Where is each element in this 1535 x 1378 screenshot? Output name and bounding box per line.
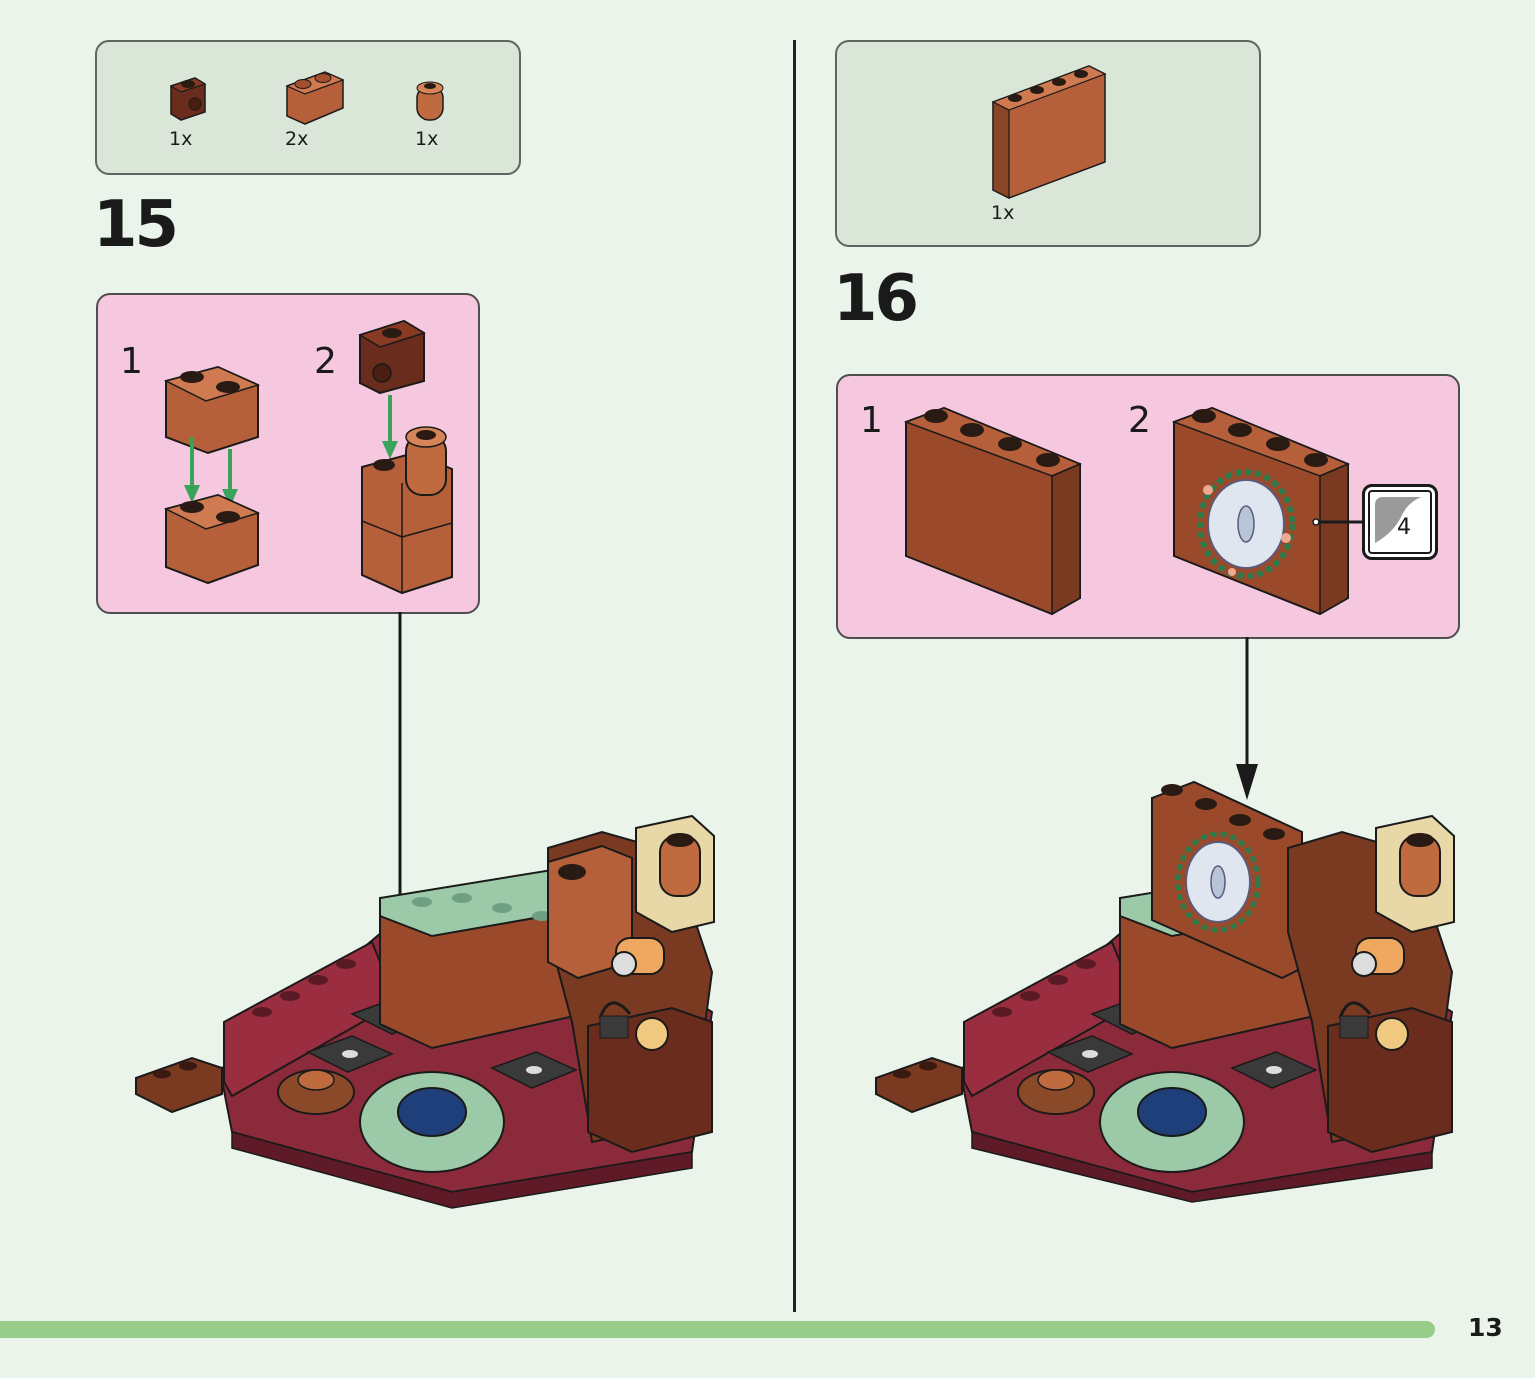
progress-bar — [0, 1321, 1435, 1338]
step16-substep2-illustration — [1171, 406, 1350, 616]
brown-panel-1x4x3-icon — [991, 65, 1107, 199]
sticker-peel-icon — [1375, 497, 1421, 543]
step15-part3-qty: 1x — [415, 128, 439, 150]
sticker-callout-line — [1312, 518, 1364, 526]
step16-part1-qty: 1x — [991, 202, 1015, 224]
step16-number: 16 — [833, 262, 919, 336]
step16-substep2-number: 2 — [1128, 400, 1151, 441]
step15-model-illustration — [135, 814, 715, 1209]
dark-brown-bracket-1x1-icon — [169, 77, 207, 121]
page-column-divider — [793, 40, 796, 1312]
step16-parts-box: 1x — [835, 40, 1261, 247]
step15-substep1-number: 1 — [120, 341, 143, 382]
brown-round-brick-1x1-icon — [416, 81, 444, 121]
step16-model-illustration — [875, 780, 1455, 1203]
step15-parts-box: 1x 2x 1x — [95, 40, 521, 175]
sticker-4-icon: 4 — [1362, 484, 1438, 560]
step15-substep1-illustration — [163, 365, 261, 585]
step15-number: 15 — [93, 188, 179, 262]
step15-subassembly-box: 1 2 — [96, 293, 480, 614]
step15-substep2-number: 2 — [314, 341, 337, 382]
step15-substep2-illustration — [358, 319, 453, 595]
step16-subassembly-box: 1 2 4 — [836, 374, 1460, 639]
step15-part2-qty: 2x — [285, 128, 309, 150]
step15-part1-qty: 1x — [169, 128, 193, 150]
brown-brick-1x2-round-icon — [285, 71, 345, 125]
step16-substep1-illustration — [903, 406, 1082, 616]
step16-substep1-number: 1 — [860, 400, 883, 441]
sticker-number: 4 — [1397, 515, 1411, 540]
page-number: 13 — [1468, 1313, 1503, 1342]
